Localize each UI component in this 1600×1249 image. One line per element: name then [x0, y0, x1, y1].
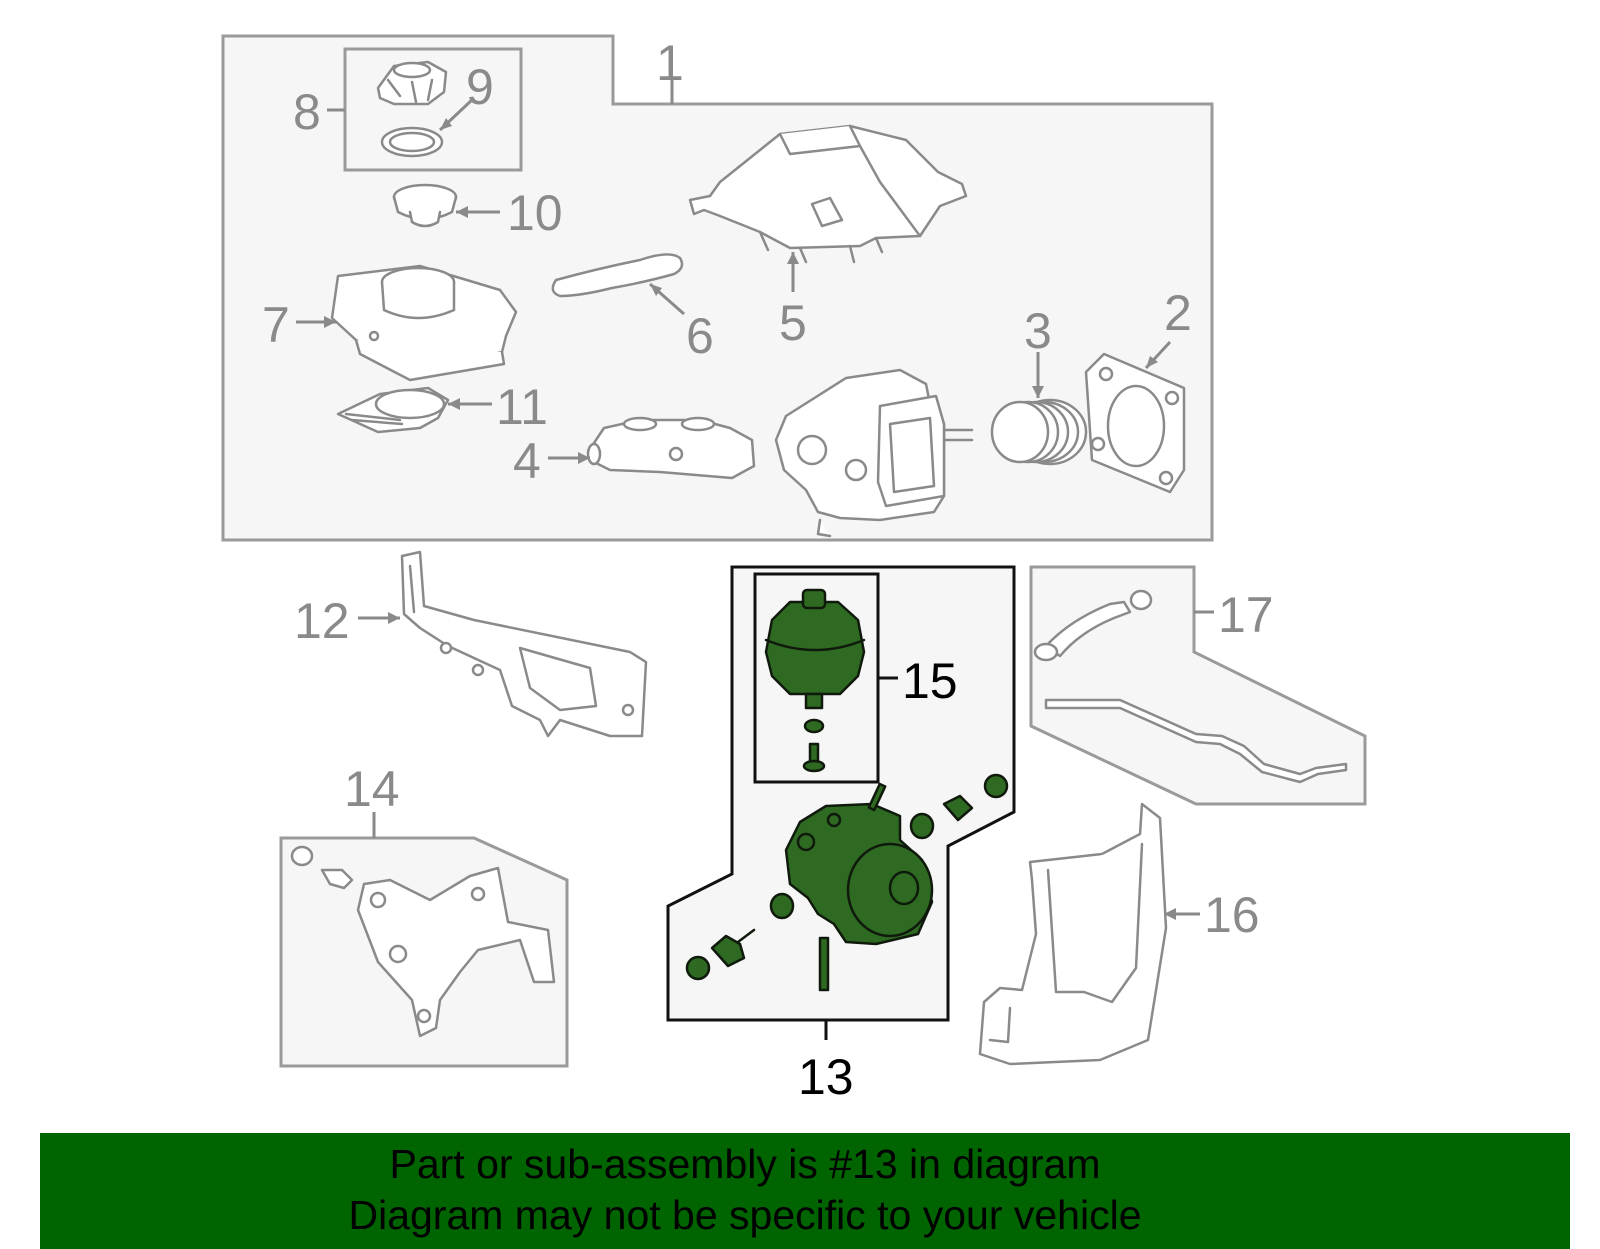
banner-line-1: Part or sub-assembly is #13 in diagram: [389, 1141, 1101, 1187]
callout-12: 12: [294, 593, 350, 649]
callout-8: 8: [293, 84, 321, 140]
reservoir-tank-5: [688, 124, 968, 264]
callout-5: 5: [779, 295, 807, 351]
callout-13[interactable]: 13: [798, 1049, 854, 1105]
reservoir-cap: [376, 60, 448, 106]
seal-plate-11: [336, 386, 450, 434]
callout-6: 6: [686, 308, 714, 364]
callout-7: 7: [262, 297, 290, 353]
hose-6: [551, 253, 684, 298]
assembly-17-box: [1029, 565, 1367, 806]
heat-shield-16: [978, 802, 1168, 1066]
callout-9: 9: [466, 59, 494, 115]
o-ring-9: [380, 126, 444, 158]
brake-booster: [774, 368, 974, 538]
callout-16: 16: [1204, 887, 1260, 943]
callout-17: 17: [1218, 587, 1274, 643]
gasket-2: [1084, 352, 1186, 494]
callout-15[interactable]: 15: [902, 653, 958, 709]
callout-3: 3: [1024, 303, 1052, 359]
notice-banner: Part or sub-assembly is #13 in diagram D…: [40, 1133, 1570, 1249]
reservoir-7: [330, 264, 518, 382]
callout-1: 1: [656, 35, 684, 91]
bracket-12: [400, 550, 648, 738]
callout-2: 2: [1164, 285, 1192, 341]
strainer-10: [392, 183, 458, 228]
modulator-pump-13: [685, 773, 1009, 992]
callout-14: 14: [344, 761, 400, 817]
callout-4: 4: [513, 433, 541, 489]
seal-ring-3: [990, 398, 1088, 466]
master-cylinder-4: [586, 416, 756, 480]
pipes-17: [1033, 589, 1348, 784]
callout-10: 10: [507, 185, 563, 241]
callout-11: 11: [496, 379, 548, 435]
accumulator-15: [764, 588, 866, 773]
bracket-14: [290, 845, 556, 1038]
banner-line-2: Diagram may not be specific to your vehi…: [348, 1192, 1142, 1238]
